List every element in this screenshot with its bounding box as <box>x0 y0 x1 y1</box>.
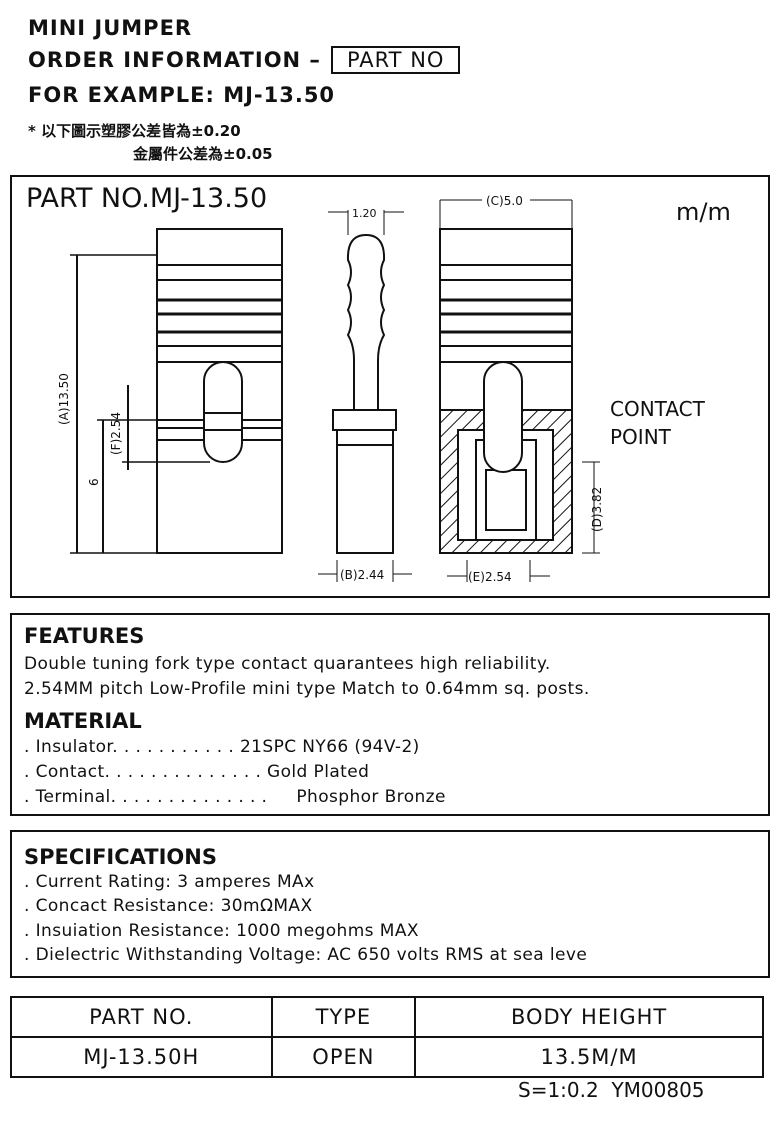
section-view <box>439 199 600 582</box>
table-header: TYPE <box>270 996 417 1038</box>
table-header-row: PART NO. TYPE BODY HEIGHT <box>10 996 764 1038</box>
table-cell: OPEN <box>270 1036 417 1078</box>
specifications-title: SPECIFICATIONS <box>24 845 217 869</box>
material-line: . Terminal. . . . . . . . . . . . . . Ph… <box>24 787 446 807</box>
table-header: BODY HEIGHT <box>414 996 764 1038</box>
dim-a-label: (A)13.50 <box>57 373 71 425</box>
spec-line: . Insuiation Resistance: 1000 megohms MA… <box>24 921 419 941</box>
technical-drawing: PART NO.MJ-13.50 m/m (A)13.50 (F)2.54 6 … <box>26 183 731 584</box>
side-view <box>318 210 412 582</box>
part-no-box: PART NO <box>330 46 461 74</box>
spec-line: . Concact Resistance: 30mΩMAX <box>24 896 313 916</box>
dim-120-label: 1.20 <box>352 207 377 220</box>
tolerance-plastic: * 以下圖示塑膠公差皆為±0.20 <box>28 122 241 140</box>
feature-line: Double tuning fork type contact quarante… <box>24 654 551 674</box>
contact-point-label-1: CONTACT <box>610 397 706 421</box>
specifications-section: SPECIFICATIONS . Current Rating: 3 amper… <box>10 830 770 978</box>
part-table: PART NO. TYPE BODY HEIGHT MJ-13.50H OPEN… <box>10 996 764 1078</box>
dim-6-label: 6 <box>87 478 101 486</box>
spec-line: . Current Rating: 3 amperes MAx <box>24 872 315 892</box>
dim-f-label: (F)2.54 <box>109 412 123 455</box>
example-line: FOR EXAMPLE: MJ-13.50 <box>28 83 336 107</box>
order-info: ORDER INFORMATION – PART NO <box>28 46 461 74</box>
material-line: . Contact. . . . . . . . . . . . . . Gol… <box>24 762 370 782</box>
unit-label: m/m <box>676 198 731 226</box>
features-section: FEATURES Double tuning fork type contact… <box>10 613 770 816</box>
contact-point-label-2: POINT <box>610 425 672 449</box>
drawing-frame <box>10 175 770 598</box>
dim-e-label: (E)2.54 <box>468 570 512 584</box>
dim-c-label: (C)5.0 <box>486 194 523 208</box>
table-cell: MJ-13.50H <box>10 1036 273 1078</box>
front-view <box>70 228 283 554</box>
material-line: . Insulator. . . . . . . . . . . 21SPC N… <box>24 737 420 757</box>
drawing-part-no: PART NO.MJ-13.50 <box>26 183 267 214</box>
doc-title: MINI JUMPER <box>28 16 193 40</box>
features-title: FEATURES <box>24 624 145 648</box>
table-header: PART NO. <box>10 996 273 1038</box>
tolerance-metal: 金屬件公差為±0.05 <box>133 145 273 163</box>
table-cell: 13.5M/M <box>414 1036 764 1078</box>
table-row: MJ-13.50H OPEN 13.5M/M <box>10 1036 764 1078</box>
dim-b-label: (B)2.44 <box>340 568 384 582</box>
material-title: MATERIAL <box>24 709 142 733</box>
scale-footer: S=1:0.2 YM00805 <box>518 1078 705 1102</box>
order-info-label: ORDER INFORMATION – <box>28 48 321 72</box>
dim-d-label: (D)3.82 <box>590 487 604 532</box>
feature-line: 2.54MM pitch Low-Profile mini type Match… <box>24 679 590 699</box>
spec-line: . Dielectric Withstanding Voltage: AC 65… <box>24 945 588 965</box>
